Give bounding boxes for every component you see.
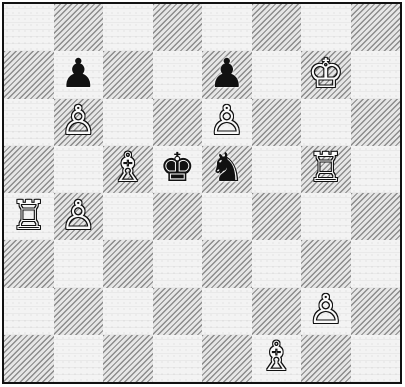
square-a1[interactable]	[4, 335, 54, 382]
square-b3[interactable]	[54, 240, 104, 287]
square-c8[interactable]	[103, 4, 153, 51]
square-c4[interactable]	[103, 193, 153, 240]
square-h2[interactable]	[351, 288, 401, 335]
square-b6[interactable]: ♙	[54, 99, 104, 146]
square-e2[interactable]	[202, 288, 252, 335]
square-g7[interactable]: ♔	[301, 51, 351, 98]
square-b5[interactable]	[54, 146, 104, 193]
square-f7[interactable]	[252, 51, 302, 98]
square-a4[interactable]: ♖	[4, 193, 54, 240]
white-king-icon[interactable]: ♔	[308, 54, 344, 94]
white-rook-icon[interactable]: ♖	[308, 149, 344, 189]
square-h4[interactable]	[351, 193, 401, 240]
square-a8[interactable]	[4, 4, 54, 51]
chess-diagram: ♟ ♟ ♔ ♙ ♙ ♗ ♚ ♞ ♖ ♖ ♙ ♙ ♗	[2, 2, 402, 384]
white-pawn-icon[interactable]: ♙	[308, 290, 344, 330]
square-d4[interactable]	[153, 193, 203, 240]
square-e1[interactable]	[202, 335, 252, 382]
square-a3[interactable]	[4, 240, 54, 287]
square-h1[interactable]	[351, 335, 401, 382]
square-f6[interactable]	[252, 99, 302, 146]
square-h6[interactable]	[351, 99, 401, 146]
square-b8[interactable]	[54, 4, 104, 51]
square-a5[interactable]	[4, 146, 54, 193]
square-g8[interactable]	[301, 4, 351, 51]
square-e6[interactable]: ♙	[202, 99, 252, 146]
square-c2[interactable]	[103, 288, 153, 335]
square-b1[interactable]	[54, 335, 104, 382]
black-pawn-icon[interactable]: ♟	[209, 54, 245, 94]
square-h5[interactable]	[351, 146, 401, 193]
square-d3[interactable]	[153, 240, 203, 287]
square-g5[interactable]: ♖	[301, 146, 351, 193]
square-f8[interactable]	[252, 4, 302, 51]
white-bishop-icon[interactable]: ♗	[258, 338, 294, 378]
square-c3[interactable]	[103, 240, 153, 287]
square-e8[interactable]	[202, 4, 252, 51]
black-king-icon[interactable]: ♚	[159, 149, 195, 189]
square-b2[interactable]	[54, 288, 104, 335]
square-e5[interactable]: ♞	[202, 146, 252, 193]
white-pawn-icon[interactable]: ♙	[209, 101, 245, 141]
black-pawn-icon[interactable]: ♟	[60, 54, 96, 94]
square-a2[interactable]	[4, 288, 54, 335]
square-f3[interactable]	[252, 240, 302, 287]
square-a7[interactable]	[4, 51, 54, 98]
square-f5[interactable]	[252, 146, 302, 193]
white-pawn-icon[interactable]: ♙	[60, 101, 96, 141]
square-g6[interactable]	[301, 99, 351, 146]
square-d5[interactable]: ♚	[153, 146, 203, 193]
square-c5[interactable]: ♗	[103, 146, 153, 193]
square-f4[interactable]	[252, 193, 302, 240]
square-d6[interactable]	[153, 99, 203, 146]
square-d1[interactable]	[153, 335, 203, 382]
square-d2[interactable]	[153, 288, 203, 335]
square-d7[interactable]	[153, 51, 203, 98]
white-bishop-icon[interactable]: ♗	[110, 149, 146, 189]
square-a6[interactable]	[4, 99, 54, 146]
square-e4[interactable]	[202, 193, 252, 240]
black-knight-icon[interactable]: ♞	[209, 149, 245, 189]
square-c1[interactable]	[103, 335, 153, 382]
square-e7[interactable]: ♟	[202, 51, 252, 98]
square-h3[interactable]	[351, 240, 401, 287]
square-h8[interactable]	[351, 4, 401, 51]
square-g3[interactable]	[301, 240, 351, 287]
square-c7[interactable]	[103, 51, 153, 98]
chess-board: ♟ ♟ ♔ ♙ ♙ ♗ ♚ ♞ ♖ ♖ ♙ ♙ ♗	[4, 4, 400, 382]
square-g1[interactable]	[301, 335, 351, 382]
white-pawn-icon[interactable]: ♙	[60, 196, 96, 236]
square-f1[interactable]: ♗	[252, 335, 302, 382]
square-f2[interactable]	[252, 288, 302, 335]
square-g2[interactable]: ♙	[301, 288, 351, 335]
square-h7[interactable]	[351, 51, 401, 98]
square-g4[interactable]	[301, 193, 351, 240]
white-rook-icon[interactable]: ♖	[11, 196, 47, 236]
square-c6[interactable]	[103, 99, 153, 146]
square-d8[interactable]	[153, 4, 203, 51]
square-b4[interactable]: ♙	[54, 193, 104, 240]
square-e3[interactable]	[202, 240, 252, 287]
square-b7[interactable]: ♟	[54, 51, 104, 98]
